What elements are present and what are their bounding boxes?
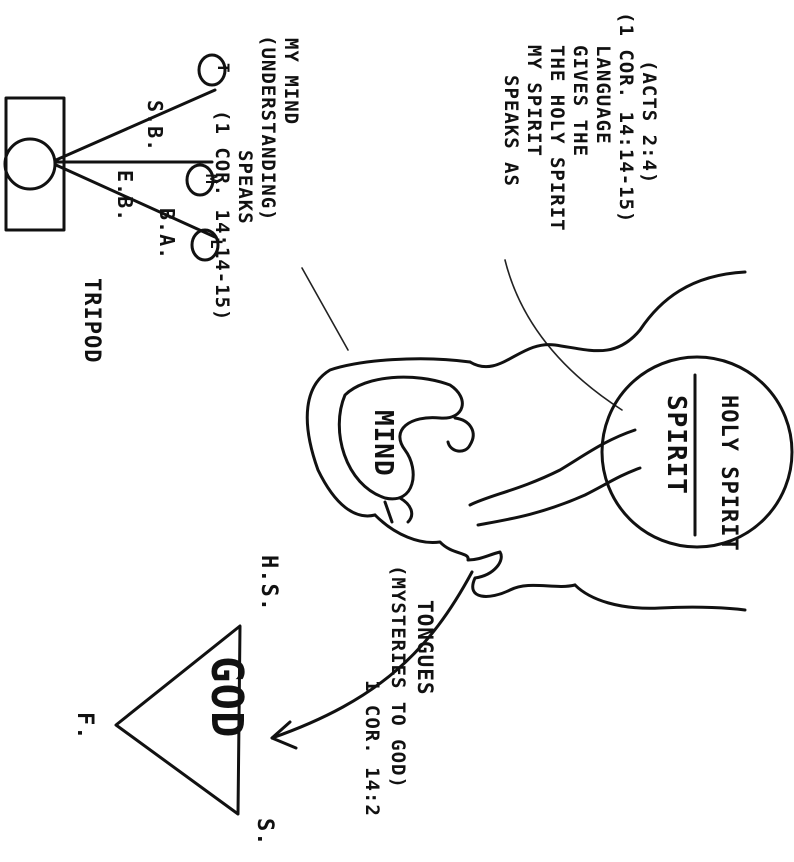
trinity-son: S. [252,818,277,847]
camera-lens [5,139,55,189]
head-profile: MIND SPIRIT HOLY SPIRIT [307,272,792,610]
leg-label-top: S.B. [143,100,167,152]
spirit-note-line-5: LANGUAGE [592,45,614,145]
mind-label: MIND [368,410,398,477]
leg-label-bottom: B.A. [155,208,179,260]
tongues-label: TONGUES [413,600,437,696]
spirit-note-line-1: MY SPIRIT [523,45,545,157]
throat-channel-lower [478,468,640,525]
leg-letter-top: T [214,63,233,74]
spirit-note-line-3: THE HOLY SPIRIT [546,45,568,232]
mind-note-line-2: (UNDERSTANDING) [257,35,279,222]
mind-note-line-1: MY MIND [280,38,302,125]
tripod-leg-top [56,90,215,160]
neck-line-bottom [575,585,745,610]
trinity-holy-spirit: H.S. [256,555,281,612]
mind-note-leader [302,268,348,350]
spirit-note-line-2: SPEAKS AS [500,75,522,187]
tongues-subtitle: (MYSTERIES TO GOD) [387,565,409,789]
spirit-note-leader [505,260,622,410]
spirit-label: SPIRIT [661,395,691,495]
tongues-ref: 1 COR. 14:2 [361,680,383,817]
mind-shape [339,377,462,499]
tripod-title: TRIPOD [79,278,104,363]
spirit-note-line-6: (1 COR. 14:14-15) [615,12,637,223]
spirit-note-line-4: GIVES THE [569,45,591,157]
leg-label-middle: E.B. [113,170,137,222]
mouth-mark-1 [385,502,392,522]
trinity-center: GOD [201,656,252,738]
mind-note-line-3: SPEAKS [234,150,256,225]
trinity-father: F. [72,712,97,741]
mouth-mark-2 [400,498,412,522]
spirit-circle [602,357,792,547]
tripod-group: T M L S.B. E.B. B.A. TRIPOD [5,55,233,363]
ear-icon [448,418,473,451]
tongues-group: TONGUES (MYSTERIES TO GOD) 1 COR. 14:2 [272,565,472,817]
mind-note: MY MIND (UNDERSTANDING) SPEAKS (1 COR. 1… [211,35,348,350]
holy-spirit-label: HOLY SPIRIT [716,395,741,552]
trinity-group: GOD F. S. H.S. [72,555,281,847]
mind-note-line-4: (1 COR. 14:14-15) [211,110,233,321]
spirit-note-line-7: (ACTS 2:4) [638,60,660,184]
neck-line-top [470,272,745,367]
